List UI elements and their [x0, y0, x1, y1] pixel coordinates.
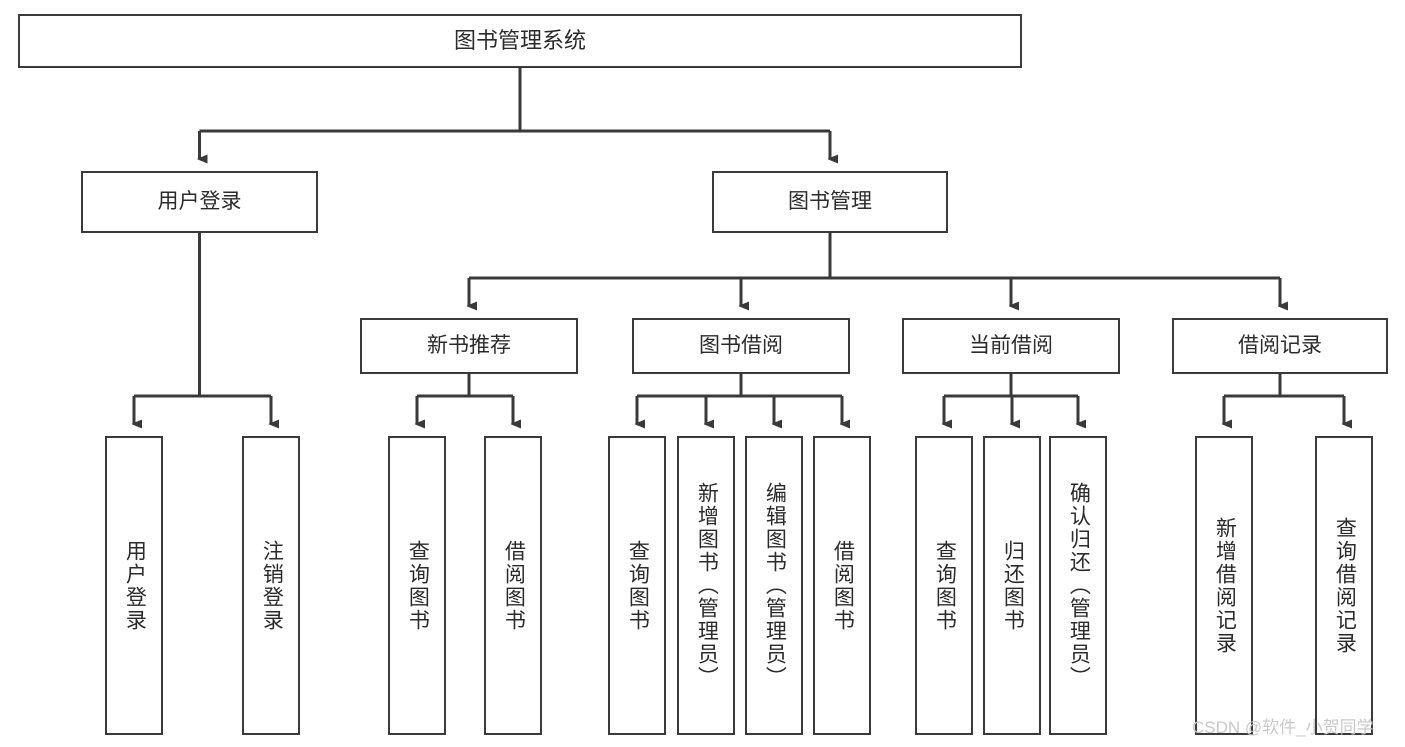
node-label: 借阅图书 [831, 539, 855, 632]
node-leaf-add-book[interactable]: 新增图书（管理员） [677, 436, 735, 735]
csdn-watermark: CSDN @软件_小贺同学 [1192, 718, 1374, 737]
node-new-book-recommend[interactable]: 新书推荐 [360, 318, 578, 374]
node-borrow-record[interactable]: 借阅记录 [1172, 318, 1388, 374]
node-label: 新增借阅记录 [1213, 516, 1237, 655]
node-label: 用户登录 [123, 539, 147, 632]
node-book-manage[interactable]: 图书管理 [712, 171, 948, 233]
node-label: 确认归还（管理员） [1067, 482, 1091, 689]
node-label: 图书管理 [788, 189, 872, 213]
node-label: 查询借阅记录 [1333, 516, 1357, 655]
node-label: 借阅记录 [1238, 333, 1322, 357]
node-label: 用户登录 [157, 189, 242, 213]
node-label: 当前借阅 [969, 333, 1053, 357]
node-leaf-query-book-rec[interactable]: 查询图书 [388, 436, 446, 735]
node-root[interactable]: 图书管理系统 [18, 14, 1022, 68]
node-user-login[interactable]: 用户登录 [81, 171, 318, 233]
node-leaf-confirm-return[interactable]: 确认归还（管理员） [1049, 436, 1107, 735]
node-leaf-query-record[interactable]: 查询借阅记录 [1315, 436, 1373, 735]
node-leaf-user-login[interactable]: 用户登录 [105, 436, 163, 735]
node-leaf-add-record[interactable]: 新增借阅记录 [1195, 436, 1253, 735]
node-label: 新书推荐 [427, 333, 511, 357]
node-book-borrow[interactable]: 图书借阅 [632, 318, 850, 374]
node-label: 图书管理系统 [453, 28, 586, 54]
node-leaf-user-logout[interactable]: 注销登录 [242, 436, 300, 735]
node-label: 编辑图书（管理员） [763, 482, 787, 689]
node-leaf-query-book-cb[interactable]: 查询图书 [915, 436, 973, 735]
node-leaf-edit-book[interactable]: 编辑图书（管理员） [745, 436, 803, 735]
node-current-borrow[interactable]: 当前借阅 [902, 318, 1120, 374]
node-leaf-borrow-book-rec[interactable]: 借阅图书 [484, 436, 542, 735]
node-leaf-return-book[interactable]: 归还图书 [983, 436, 1041, 735]
node-label: 借阅图书 [502, 539, 526, 632]
node-label: 新增图书（管理员） [695, 482, 719, 689]
node-label: 注销登录 [260, 539, 284, 632]
node-label: 查询图书 [626, 539, 650, 632]
node-leaf-borrow-book-bb[interactable]: 借阅图书 [813, 436, 871, 735]
node-label: 查询图书 [406, 539, 430, 632]
node-label: 查询图书 [933, 539, 957, 632]
node-label: 图书借阅 [699, 333, 783, 357]
node-label: 归还图书 [1001, 539, 1025, 632]
node-leaf-query-book-bb[interactable]: 查询图书 [608, 436, 666, 735]
